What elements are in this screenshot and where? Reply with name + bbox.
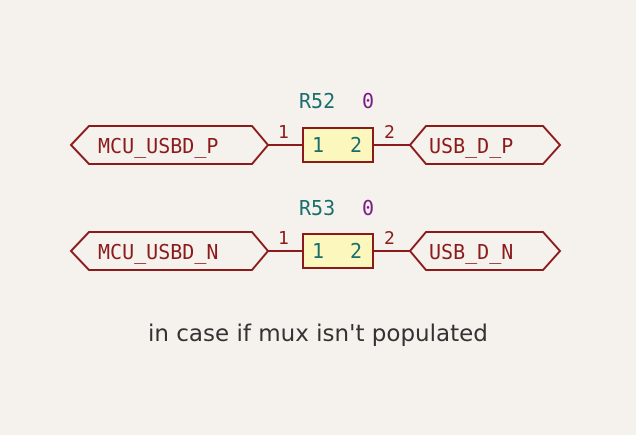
- global-label-text-mcu-usbd-n: MCU_USBD_N: [98, 240, 218, 264]
- resistor-value-r53: 0: [362, 196, 374, 220]
- resistor-pad1-r53: 1: [312, 239, 324, 263]
- pin-number-right-r53: 2: [384, 228, 395, 249]
- pin-number-right-r52: 2: [384, 122, 395, 143]
- resistor-group-r52[interactable]: R52 0 MCU_USBD_P 1 1 2 2 USB_D_P: [69, 89, 562, 165]
- global-label-text-usb-d-p: USB_D_P: [429, 134, 513, 158]
- resistor-pad2-r52: 2: [350, 133, 362, 157]
- resistor-value-r52: 0: [362, 89, 374, 113]
- global-label-text-usb-d-n: USB_D_N: [429, 240, 513, 264]
- resistor-group-r53[interactable]: R53 0 MCU_USBD_N 1 1 2 2 USB_D_N: [69, 196, 562, 271]
- resistor-ref-r52: R52: [299, 89, 335, 113]
- global-label-usb-d-p[interactable]: [408, 125, 562, 165]
- resistor-ref-r53: R53: [299, 196, 335, 220]
- pin-number-left-r52: 1: [278, 122, 289, 143]
- global-label-text-mcu-usbd-p: MCU_USBD_P: [98, 134, 218, 158]
- schematic-note: in case if mux isn't populated: [148, 321, 488, 347]
- global-label-usb-d-n[interactable]: [408, 231, 562, 271]
- pin-number-left-r53: 1: [278, 228, 289, 249]
- resistor-body-r53[interactable]: [302, 233, 374, 269]
- resistor-pad2-r53: 2: [350, 239, 362, 263]
- resistor-pad1-r52: 1: [312, 133, 324, 157]
